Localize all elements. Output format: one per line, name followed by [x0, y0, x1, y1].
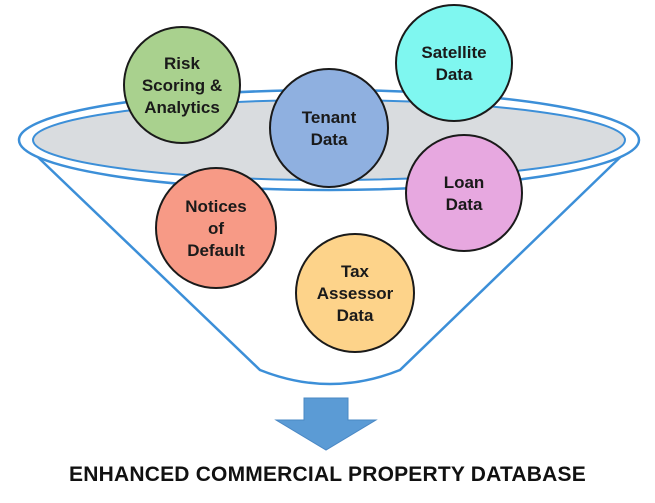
bubble-notices-label: Notices	[185, 197, 246, 216]
bubble-loan-label: Loan	[444, 173, 485, 192]
bubble-satellite-label: Satellite	[421, 43, 486, 62]
bubble-tenant-label: Data	[311, 130, 348, 149]
bubble-risk-label: Scoring &	[142, 76, 222, 95]
down-arrow-icon	[274, 397, 378, 451]
bubble-risk-circle	[123, 26, 241, 144]
bubble-tenant-label: Tenant	[302, 108, 357, 127]
bubble-tax-circle	[295, 233, 415, 353]
bubble-notices-label: Default	[187, 241, 245, 260]
bubble-risk-label: Risk	[164, 54, 200, 73]
bubble-tax-label: Assessor	[317, 284, 394, 303]
bubble-tenant-circle	[269, 68, 389, 188]
bubble-tax-label: Data	[337, 306, 374, 325]
bubble-notices-circle	[155, 167, 277, 289]
bubble-risk-label: Analytics	[144, 98, 220, 117]
bubble-tax-label: Tax	[341, 262, 370, 281]
bubble-loan-label: Data	[446, 195, 483, 214]
diagram-caption: ENHANCED COMMERCIAL PROPERTY DATABASE	[69, 463, 586, 486]
bubble-satellite-label: Data	[436, 65, 473, 84]
bubble-notices-label: of	[208, 219, 224, 238]
bubble-loan-circle	[405, 134, 523, 252]
bubble-satellite-circle	[395, 4, 513, 122]
